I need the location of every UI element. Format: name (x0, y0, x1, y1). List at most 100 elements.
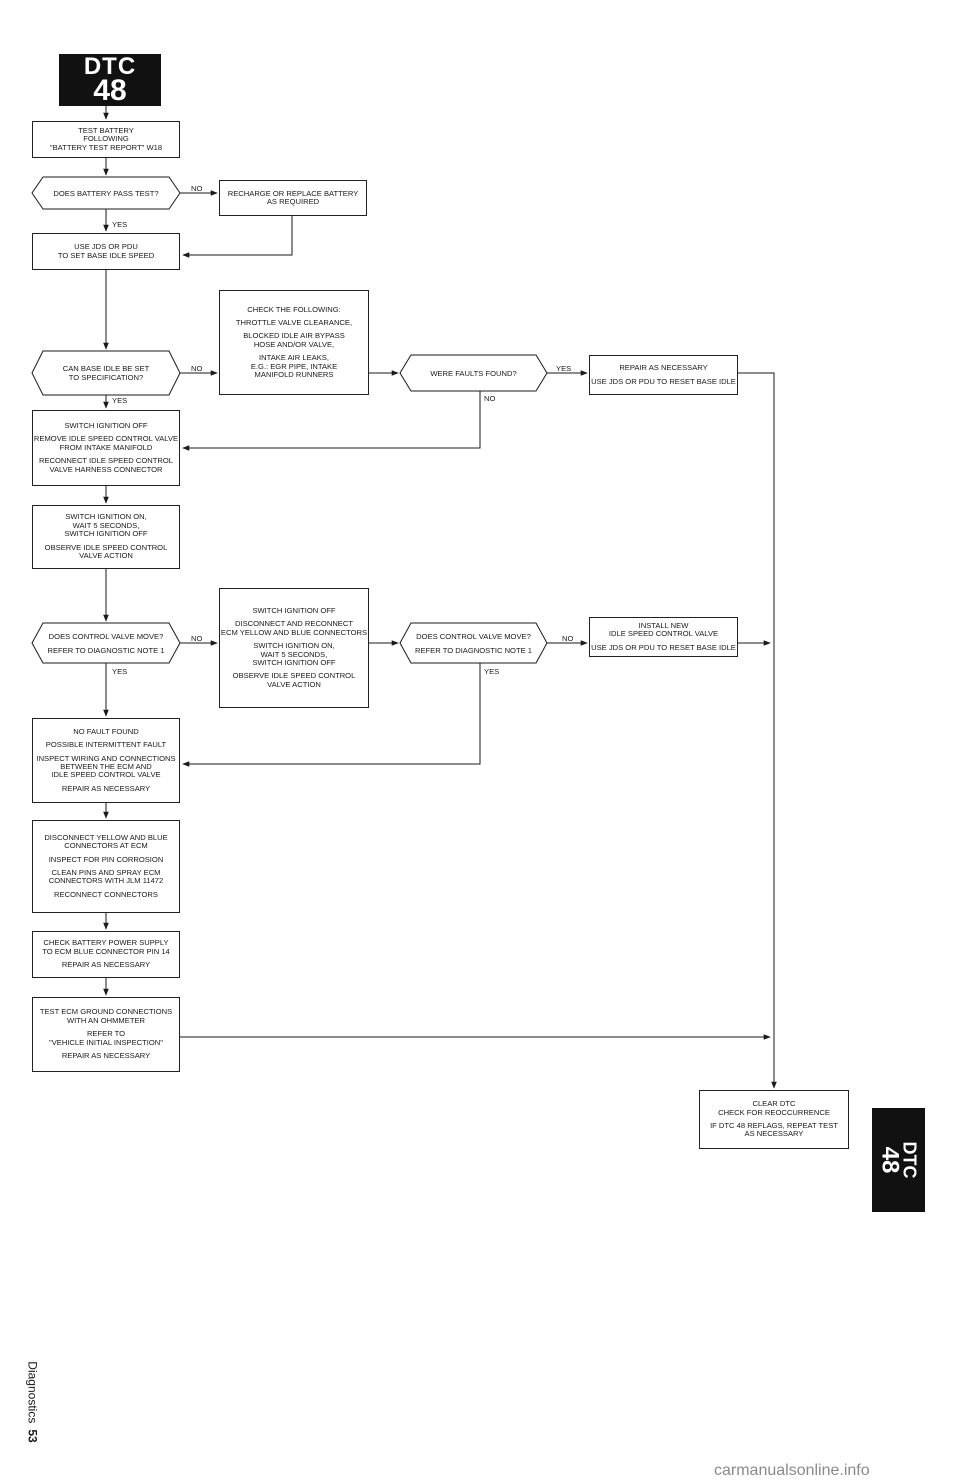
step-check-following: CHECK THE FOLLOWING:THROTTLE VALVE CLEAR… (219, 290, 369, 395)
step-text-line: SWITCH IGNITION OFF (64, 420, 148, 430)
step-text-line: REMOVE IDLE SPEED CONTROL VALVE (33, 434, 179, 444)
step-text-line: REPAIR AS NECESSARY (61, 1051, 151, 1061)
step-no-fault-found: NO FAULT FOUND POSSIBLE INTERMITTENT FAUL… (32, 718, 180, 803)
step-text-line: CONNECTORS AT ECM (64, 841, 148, 851)
label-yes-battery: YES (112, 220, 128, 229)
step-text-line: POSSIBLE INTERMITTENT FAULT (45, 740, 167, 750)
step-reconnect-ecm: SWITCH IGNITION OFF DISCONNECT AND RECONN… (219, 588, 369, 708)
step-text-line: RECHARGE OR REPLACE BATTERY (227, 188, 359, 198)
step-text-line: IDLE SPEED CONTROL VALVE (608, 629, 719, 639)
step-text-line: FROM INTAKE MANIFOLD (59, 442, 153, 452)
step-observe-valve: SWITCH IGNITION ON,WAIT 5 SECONDS,SWITCH… (32, 505, 180, 569)
decision-faults-found: WERE FAULTS FOUND? (410, 355, 537, 391)
label-yes-base-idle: YES (112, 396, 128, 405)
step-text-line: AS NECESSARY (744, 1129, 804, 1139)
label-no-valve-2: NO (562, 634, 574, 643)
step-text-line: INSPECT WIRING AND CONNECTIONS (36, 753, 176, 763)
decision-battery-pass: DOES BATTERY PASS TEST? (42, 177, 170, 209)
step-text-line: TO SET BASE IDLE SPEED (57, 250, 155, 260)
step-text-line: REFER TO DIAGNOSTIC NOTE 1 (47, 645, 165, 655)
step-text-line: DOES BATTERY PASS TEST? (53, 188, 159, 198)
step-text-line: NO FAULT FOUND (73, 726, 139, 736)
step-text-line: RECONNECT CONNECTORS (54, 889, 158, 899)
step-text-line: SWITCH IGNITION ON, (65, 512, 147, 522)
step-text-line: BLOCKED IDLE AIR BYPASS (243, 331, 345, 341)
step-text-line: BETWEEN THE ECM AND (60, 762, 152, 771)
step-text-line: OBSERVE IDLE SPEED CONTROL (232, 671, 356, 681)
step-text-line: HOSE AND/OR VALVE, (253, 339, 335, 349)
dtc-header-label: DTC (83, 53, 137, 80)
step-text-line: E.G.: EGR PIPE, INTAKE (250, 361, 338, 371)
step-text-line: INSPECT FOR PIN CORROSION (48, 854, 164, 864)
step-text-line: USE JDS OR PDU TO RESET BASE IDLE (591, 376, 736, 386)
decision-valve-move-1: DOES CONTROL VALVE MOVE? REFER TO DIAGNOS… (42, 623, 170, 663)
step-text-line: DISCONNECT YELLOW AND BLUE (44, 832, 168, 842)
step-repair-reset-idle: REPAIR AS NECESSARY USE JDS OR PDU TO RES… (589, 355, 738, 395)
step-text-line: TEST BATTERY (78, 125, 134, 135)
step-text-line: SWITCH IGNITION OFF (64, 529, 148, 539)
step-text-line: OBSERVE IDLE SPEED CONTROL (44, 542, 168, 552)
label-yes-valve-2: YES (484, 667, 500, 676)
step-text-line: USE JDS OR PDU TO RESET BASE IDLE (591, 642, 736, 652)
step-text-line: REPAIR AS NECESSARY (619, 363, 708, 373)
step-text-line: TEST ECM GROUND CONNECTIONS (39, 1007, 173, 1017)
step-text-line: REPAIR AS NECESSARY (61, 783, 151, 793)
step-text-line: CHECK BATTERY POWER SUPPLY (43, 938, 169, 948)
step-text-line: RECONNECT IDLE SPEED CONTROL (38, 456, 174, 466)
label-no-battery: NO (191, 184, 203, 193)
step-text-line: CONNECTORS WITH JLM 11472 (48, 876, 164, 886)
step-text-line: CAN BASE IDLE BE SET (62, 364, 150, 373)
dtc-side-tab: DTC 48 (872, 1108, 925, 1212)
step-text-line: THROTTLE VALVE CLEARANCE, (235, 317, 353, 327)
step-text-line: INSTALL NEW (638, 620, 689, 630)
step-text-line: VALVE ACTION (267, 679, 321, 689)
dtc-header-tab: DTC 48 (59, 54, 161, 106)
step-remove-idle-valve: SWITCH IGNITION OFF REMOVE IDLE SPEED CON… (32, 410, 180, 486)
step-text-line: USE JDS OR PDU (74, 242, 138, 252)
step-text-line: AS REQUIRED (266, 197, 320, 206)
page-footer: Diagnostics53 (26, 1361, 40, 1442)
label-no-base-idle: NO (191, 364, 203, 373)
step-text-line: DOES CONTROL VALVE MOVE? (416, 631, 531, 641)
step-text-line: DOES CONTROL VALVE MOVE? (48, 631, 164, 641)
step-text-line: TO ECM BLUE CONNECTOR PIN 14 (42, 946, 170, 956)
label-yes-faults: YES (556, 364, 572, 373)
step-text-line: WERE FAULTS FOUND? (430, 368, 517, 378)
step-text-line: ECM YELLOW AND BLUE CONNECTORS (220, 627, 368, 637)
watermark-text: carmanualsonline.info (714, 1462, 870, 1479)
step-text-line: WITH AN OHMMETER (66, 1015, 146, 1025)
decision-valve-move-2: DOES CONTROL VALVE MOVE? REFER TO DIAGNOS… (410, 623, 537, 663)
step-text-line: VALVE HARNESS CONNECTOR (49, 464, 163, 474)
step-text-line: DISCONNECT AND RECONNECT (235, 619, 353, 629)
step-text-line: REPAIR AS NECESSARY (61, 960, 151, 970)
label-yes-valve-1: YES (112, 667, 128, 676)
step-text-line: VALVE ACTION (79, 551, 133, 561)
step-text-line: CLEAR DTC (752, 1099, 796, 1109)
label-no-faults: NO (484, 394, 496, 403)
step-text-line: SWITCH IGNITION ON, (253, 641, 335, 651)
step-text-line: WAIT 5 SECONDS, (72, 520, 140, 530)
step-text-line: SWITCH IGNITION OFF (252, 657, 336, 667)
step-text-line: "BATTERY TEST REPORT" W18 (49, 142, 163, 152)
step-text-line: MANIFOLD RUNNERS (254, 370, 334, 380)
step-text-line: INTAKE AIR LEAKS, (259, 353, 329, 363)
step-text-line: SWITCH IGNITION OFF (252, 605, 336, 615)
label-no-valve-1: NO (191, 634, 203, 643)
step-text-line: REFER TO (86, 1029, 126, 1039)
step-text-line: REFER TO DIAGNOSTIC NOTE 1 (414, 645, 533, 655)
step-text-line: TO SPECIFICATION? (68, 373, 144, 382)
footer-page-number: 53 (25, 1429, 40, 1443)
step-text-line: "VEHICLE INITIAL INSPECTION" (49, 1037, 163, 1047)
step-text-line: CLEAN PINS AND SPRAY ECM (51, 868, 161, 877)
